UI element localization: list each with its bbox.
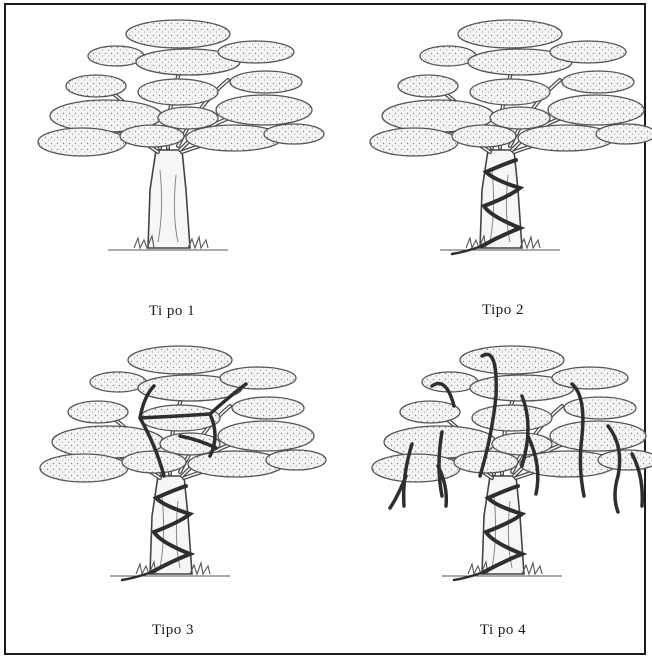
panel-label-tipo-1: Ti po 1: [148, 303, 196, 319]
tree-type-2: [368, 18, 652, 256]
tree-type-1: [36, 18, 326, 252]
panel-label-tipo-3: Tipo 3: [151, 622, 195, 638]
panel-label-tipo-2: Tipo 2: [481, 302, 525, 318]
panel-label-tipo-4: Ti po 4: [479, 622, 527, 638]
tree-type-3: [38, 344, 328, 582]
tree-type-4: [370, 344, 652, 582]
